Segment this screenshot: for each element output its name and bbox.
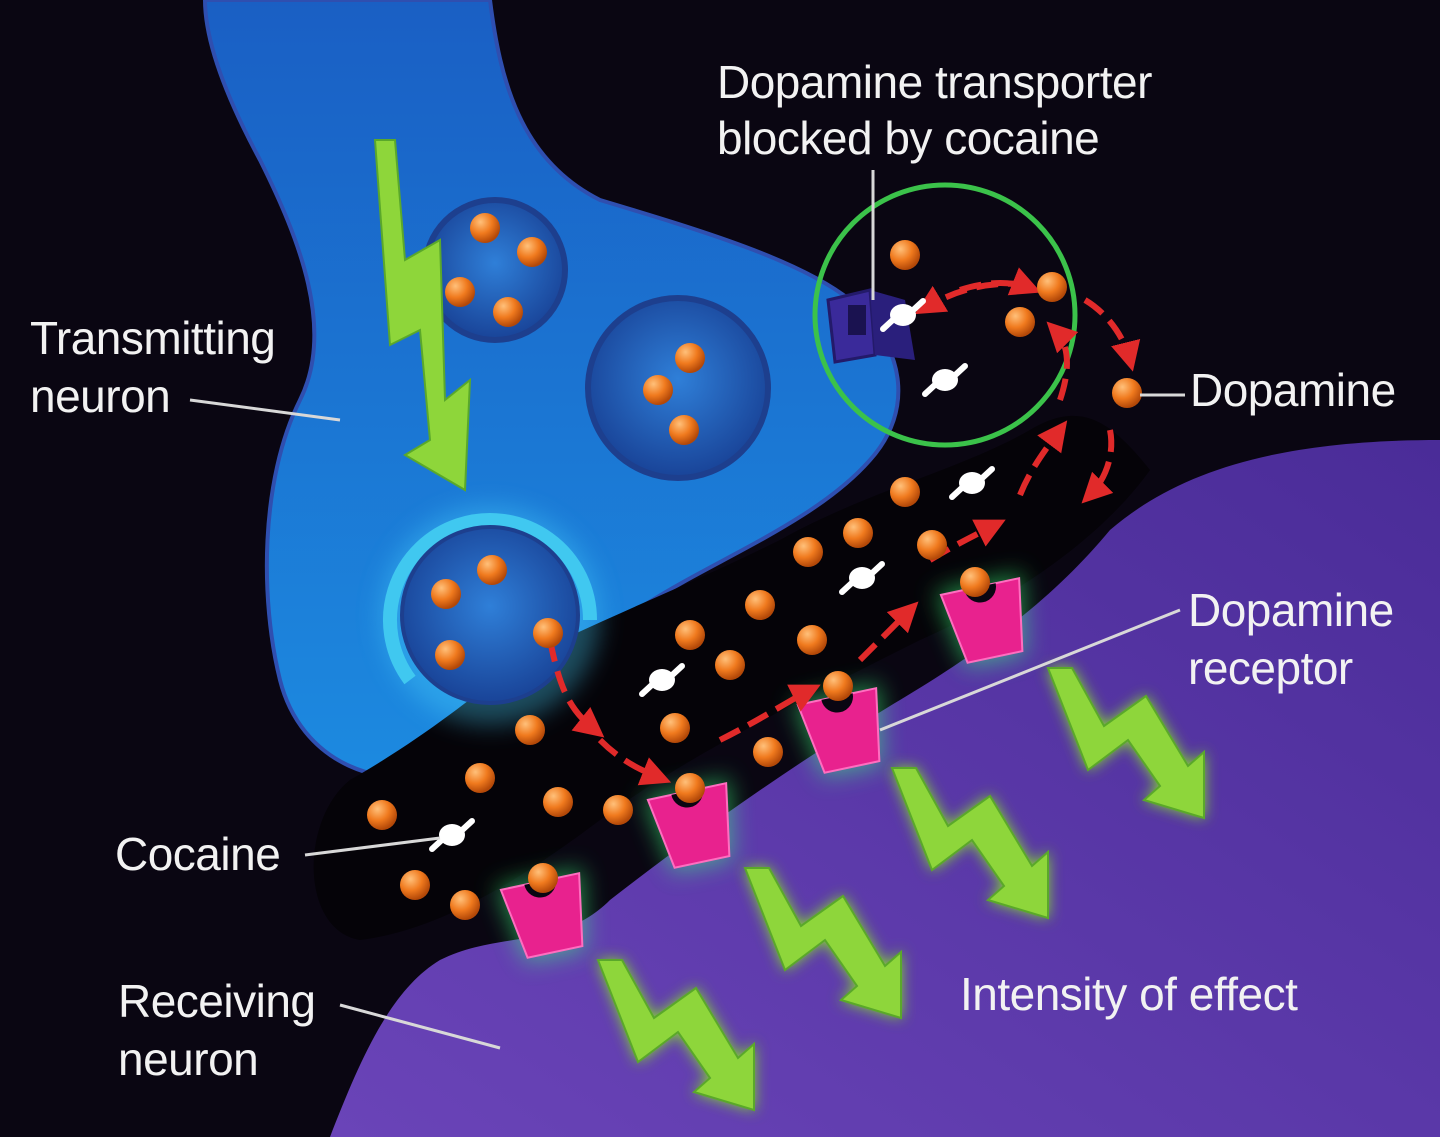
dopamine-molecules (367, 213, 1142, 920)
label-dopamine: Dopamine (1190, 364, 1396, 416)
dopamine-molecule (450, 890, 480, 920)
dopamine-molecule (400, 870, 430, 900)
label-transmitting-line1: Transmitting (30, 312, 276, 364)
dopamine-molecule (675, 773, 705, 803)
dopamine-molecule (843, 518, 873, 548)
dopamine-molecule (435, 640, 465, 670)
dopamine-molecule (917, 530, 947, 560)
dopamine-molecule (643, 375, 673, 405)
dopamine-molecule (1037, 272, 1067, 302)
receptor (496, 868, 586, 963)
dopamine-molecule (603, 795, 633, 825)
dopamine-molecule (493, 297, 523, 327)
dopamine-transporter (826, 288, 915, 364)
dopamine-molecule (445, 277, 475, 307)
leader-receiving (339, 1003, 501, 1050)
dopamine-molecule (517, 237, 547, 267)
vesicle-fusing (380, 505, 600, 725)
vesicle-middle (585, 295, 771, 481)
dopamine-molecule (890, 477, 920, 507)
label-cocaine: Cocaine (115, 828, 281, 880)
label-intensity: Intensity of effect (960, 968, 1298, 1020)
label-receiving-line2: neuron (118, 1033, 259, 1085)
label-receptor-line2: receptor (1188, 642, 1353, 694)
dopamine-molecule (890, 240, 920, 270)
label-receptor-line1: Dopamine (1188, 584, 1394, 636)
incoming-signal-arrow (373, 139, 472, 492)
dopamine-molecule (745, 590, 775, 620)
reuptake-arrows (547, 267, 1141, 786)
dopamine-molecule (797, 625, 827, 655)
label-transmitting-line2: neuron (30, 370, 171, 422)
dopamine-molecule (960, 567, 990, 597)
dopamine-molecule (1112, 378, 1142, 408)
dopamine-molecule (367, 800, 397, 830)
label-transporter-line1: Dopamine transporter (717, 56, 1152, 108)
dopamine-molecule (675, 620, 705, 650)
dopamine-molecule (515, 715, 545, 745)
dopamine-molecule (715, 650, 745, 680)
dopamine-molecule (431, 579, 461, 609)
leader-lines (189, 170, 1185, 1050)
leader-receptor (879, 608, 1181, 732)
receptor (936, 573, 1026, 668)
dopamine-molecule (823, 671, 853, 701)
dopamine-molecule (675, 343, 705, 373)
dopamine-molecule (753, 737, 783, 767)
dopamine-molecule (543, 787, 573, 817)
leader-cocaine (304, 836, 441, 857)
dopamine-molecule (660, 713, 690, 743)
dopamine-molecule (533, 618, 563, 648)
dopamine-molecule (1005, 307, 1035, 337)
dopamine-molecule (528, 863, 558, 893)
dopamine-molecule (465, 763, 495, 793)
dopamine-molecule (477, 555, 507, 585)
dopamine-molecule (470, 213, 500, 243)
label-transporter-line2: blocked by cocaine (717, 112, 1100, 164)
transporter-highlight-circle (812, 182, 1078, 448)
leader-transmitting (189, 398, 341, 422)
label-receiving-line1: Receiving (118, 975, 316, 1027)
dopamine-molecule (793, 537, 823, 567)
dopamine-molecule (669, 415, 699, 445)
